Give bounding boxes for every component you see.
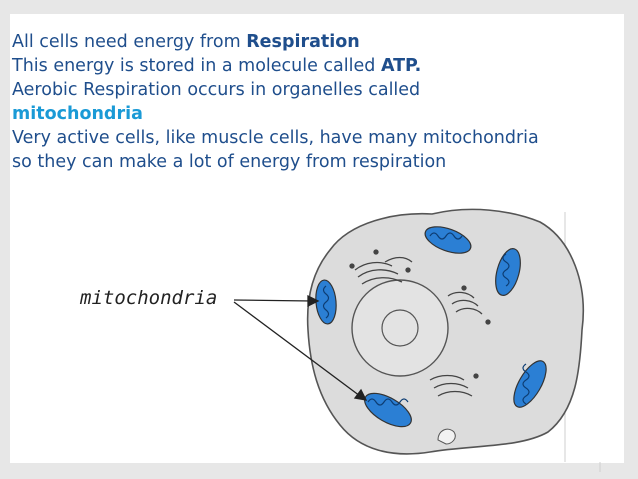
mitochondrion-5 (513, 360, 547, 408)
atp-bold: ATP. (380, 56, 422, 76)
mitochondrion-4 (364, 392, 412, 428)
arrow-to-mitochondrion-4 (233, 301, 361, 397)
mitochondrion-2 (495, 248, 521, 296)
text-line-3: Aerobic Respiration occurs in organelles… (12, 80, 421, 100)
mitochondrion-3 (315, 279, 337, 325)
mitochondria-label: mitochondria (80, 287, 218, 309)
golgi-apparatus-top (349, 249, 413, 285)
respiration-bold: Respiration (246, 32, 360, 52)
line-1-text: All cells need energy from (12, 32, 247, 52)
text-line-5: Very active cells, like muscle cells, ha… (12, 128, 539, 148)
line-2-text: This energy is stored in a molecule call… (12, 56, 381, 76)
arrow-to-mitochondrion-3 (233, 299, 313, 302)
mitochondria-highlight: mitochondria (12, 104, 143, 124)
text-line-6: so they can make a lot of energy from re… (12, 152, 447, 172)
text-line-1: All cells need energy from Respiration (12, 30, 624, 54)
text-line-2: This energy is stored in a molecule call… (12, 54, 624, 78)
text-block: All cells need energy from Respiration T… (12, 30, 624, 174)
golgi-apparatus-right (447, 285, 491, 325)
golgi-apparatus-bottom (429, 373, 479, 397)
mitochondrion-1 (424, 226, 472, 254)
nucleolus (381, 309, 419, 347)
label-arrows (233, 294, 368, 401)
vacuole (437, 428, 456, 445)
